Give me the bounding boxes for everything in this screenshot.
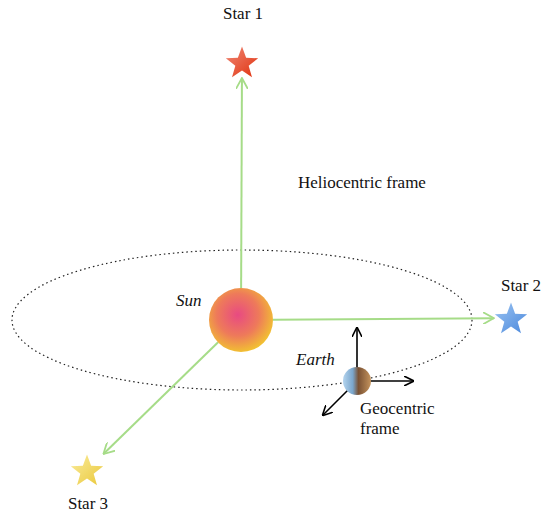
- star-node: Star 3: [58, 450, 118, 516]
- sun-disc: [209, 288, 273, 352]
- node-label: Star 1: [205, 4, 281, 24]
- axis-arrow: [370, 380, 413, 382]
- position-arrow: [273, 318, 494, 320]
- star-symbol: [225, 46, 259, 78]
- star-symbol: [70, 454, 104, 486]
- star-symbol: [494, 302, 528, 334]
- earth-symbol: [343, 367, 371, 395]
- sun-symbol: [209, 288, 273, 352]
- star-shape: [495, 303, 527, 334]
- earth-globe: [343, 367, 371, 395]
- axis-arrow: [323, 390, 348, 415]
- star-node: Star 1: [205, 4, 281, 82]
- node-label: Star 2: [494, 276, 548, 296]
- position-arrow: [240, 78, 243, 288]
- star-shape: [71, 455, 103, 486]
- position-arrow: [103, 342, 218, 454]
- axis-arrow: [356, 328, 358, 368]
- frame-label: Heliocentric frame: [298, 173, 498, 193]
- earth-node: Earth: [296, 350, 374, 398]
- frame-label: Geocentric frame: [360, 399, 444, 439]
- node-label: Sun: [176, 291, 202, 311]
- node-label: Star 3: [58, 494, 118, 514]
- sun-node: Sun: [176, 287, 274, 353]
- node-label: Earth: [296, 350, 335, 370]
- star-node: Star 2: [494, 276, 548, 340]
- star-shape: [226, 47, 258, 78]
